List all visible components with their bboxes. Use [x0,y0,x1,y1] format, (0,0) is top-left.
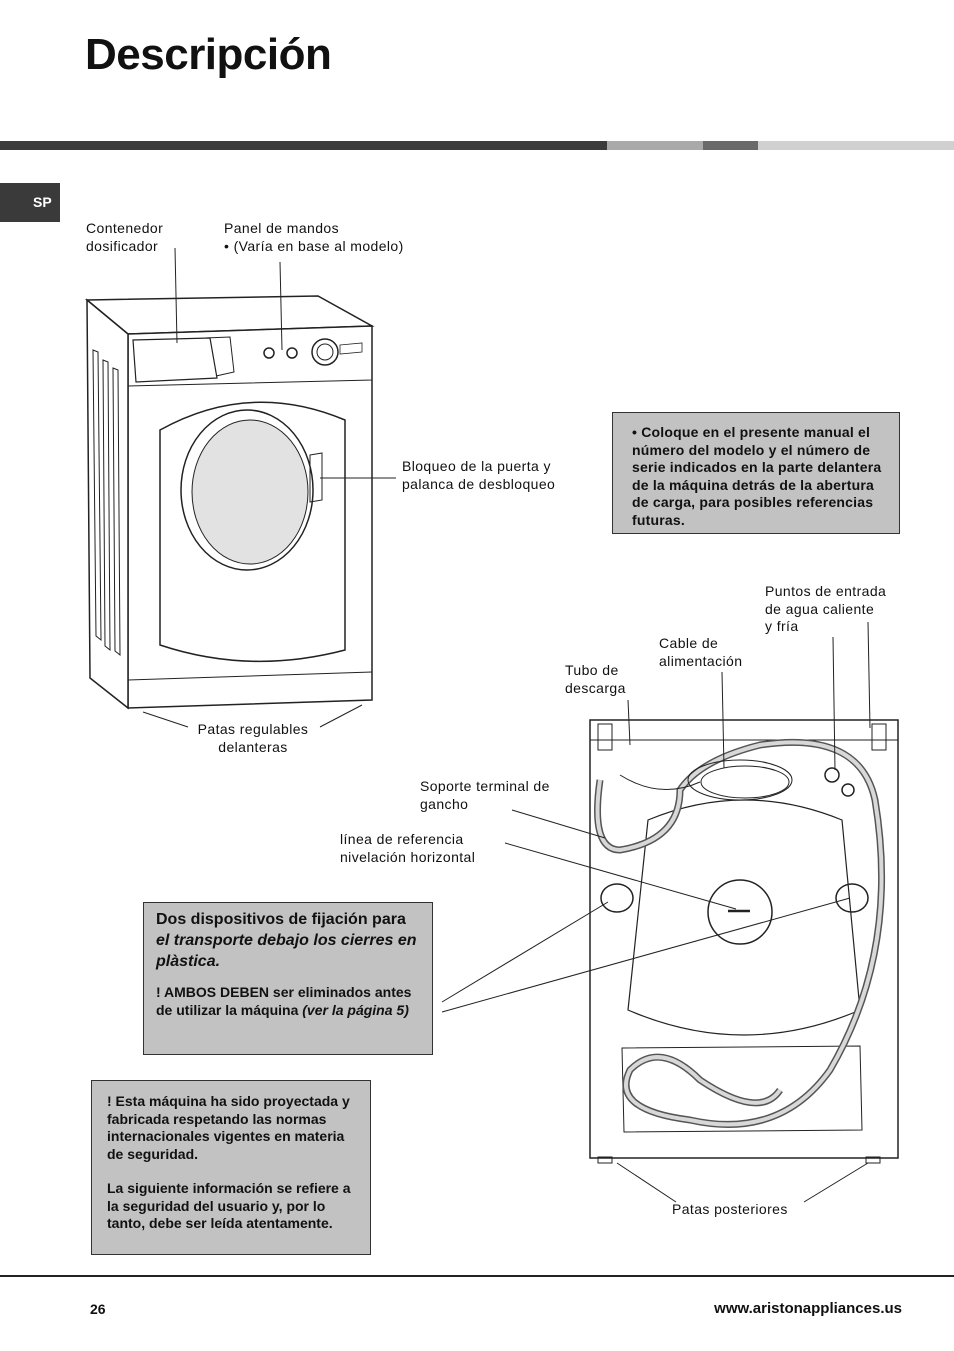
label-water-inlets: Puntos de entrada de agua caliente y frí… [765,583,887,634]
header-bar-mid [703,141,758,150]
front-washer-drawing [84,295,375,710]
front-leader-lines [142,247,396,728]
safety-paragraph-1: ! Esta máquina ha sido proyectada y fabr… [107,1093,350,1162]
label-drain-hose: Tubo de descarga [565,662,626,696]
safety-note: ! Esta máquina ha sido proyectada y fabr… [91,1080,371,1255]
page-title: Descripción [85,30,332,79]
transport-title: Dos dispositivos de fijación para el tra… [156,911,417,970]
website-link[interactable]: www.aristonappliances.us [714,1300,902,1317]
rear-leader-lines [441,621,871,1203]
label-control-panel: Panel de mandos • (Varía en base al mode… [224,220,404,254]
safety-paragraph-2: La siguiente información se refiere a la… [107,1180,351,1231]
header-bar-light [607,141,703,150]
label-hook-support: Soporte terminal de gancho [420,778,550,812]
footer-rule [0,1275,954,1277]
transport-warning: ! AMBOS DEBEN ser eliminados antes de ut… [156,984,412,1018]
label-rear-feet: Patas posteriores [672,1201,788,1217]
header-bar-pale [758,141,954,150]
label-power-cable: Cable de alimentación [659,635,743,669]
rear-washer-drawing [589,719,899,1164]
label-front-feet: Patas regulables delanteras [197,721,309,755]
label-dispenser: Contenedor dosificador [86,220,164,254]
header-bar-dark [0,141,607,150]
label-door-lock: Bloqueo de la puerta y palanca de desblo… [402,458,556,492]
language-tab: SP [0,183,60,222]
serial-number-note: • Coloque en el presente manual el númer… [612,412,900,534]
transport-devices-note: Dos dispositivos de fijación para el tra… [143,902,433,1055]
label-level-line: línea de referencia nivelación horizonta… [340,831,476,865]
page-number: 26 [90,1301,106,1317]
